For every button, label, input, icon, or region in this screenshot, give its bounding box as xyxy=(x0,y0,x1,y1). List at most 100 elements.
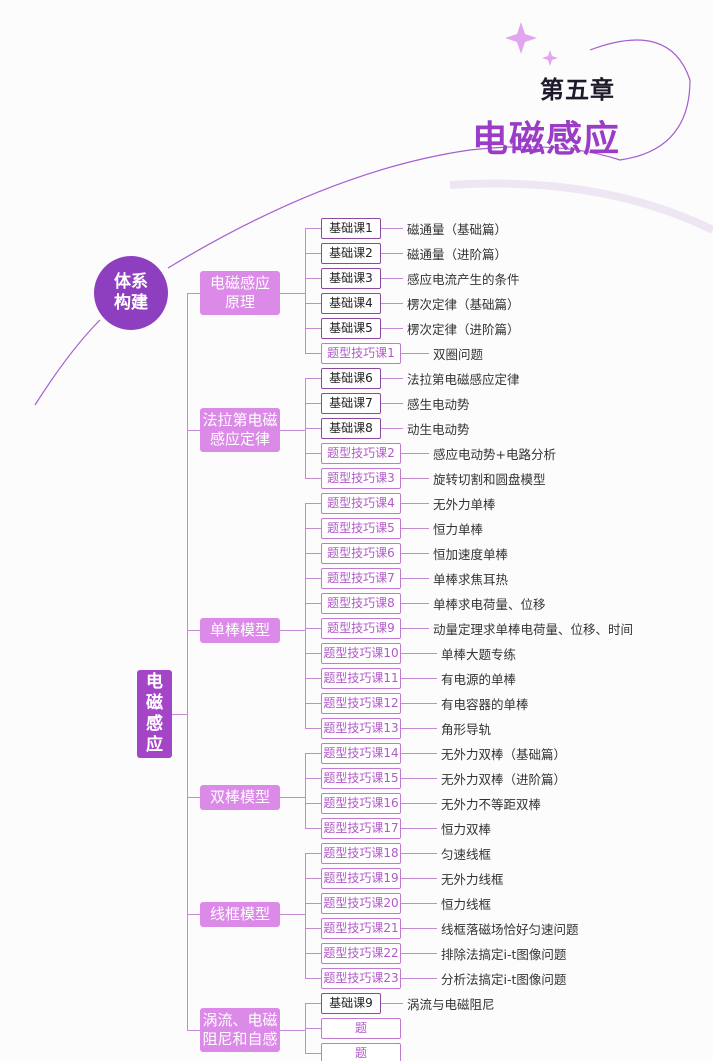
connector-line xyxy=(305,528,321,529)
connector-line xyxy=(401,503,429,504)
connector-line xyxy=(305,1003,321,1004)
connector-line xyxy=(401,728,437,729)
lesson-tag[interactable]: 题型技巧课22 xyxy=(321,943,401,964)
group-node: 涡流、电磁阻尼和自感 xyxy=(200,1008,280,1052)
connector-line xyxy=(401,828,437,829)
lesson-tag[interactable]: 基础课7 xyxy=(321,393,381,414)
connector-line xyxy=(280,430,305,431)
lesson-tag[interactable]: 题型技巧课23 xyxy=(321,968,401,989)
lesson-tag[interactable]: 题型技巧课5 xyxy=(321,518,401,539)
lesson-tag[interactable]: 题型技巧课2 xyxy=(321,443,401,464)
connector-line xyxy=(305,903,321,904)
connector-line xyxy=(305,453,321,454)
lesson-tag[interactable]: 基础课6 xyxy=(321,368,381,389)
lesson-title: 有电源的单棒 xyxy=(441,672,517,687)
lesson-tag[interactable]: 基础课3 xyxy=(321,268,381,289)
connector-line xyxy=(401,353,429,354)
connector-line xyxy=(401,903,437,904)
lesson-tag[interactable]: 题型技巧课18 xyxy=(321,843,401,864)
root-label: 电磁感应 xyxy=(146,672,163,755)
lesson-tag[interactable]: 题型技巧课16 xyxy=(321,793,401,814)
group-label: 法拉第电磁感应定律 xyxy=(202,411,278,448)
lesson-tag[interactable]: 题型技巧课14 xyxy=(321,743,401,764)
group-node: 双棒模型 xyxy=(200,784,280,810)
connector-line xyxy=(381,1003,403,1004)
lesson-tag[interactable]: 题型技巧课21 xyxy=(321,918,401,939)
connector-line xyxy=(280,293,305,294)
lesson-tag[interactable]: 题 xyxy=(321,1043,401,1061)
lesson-tag[interactable]: 基础课2 xyxy=(321,243,381,264)
sparkle-icon xyxy=(542,50,558,66)
lesson-tag[interactable]: 题型技巧课17 xyxy=(321,818,401,839)
group-node: 线框模型 xyxy=(200,901,280,927)
lesson-title: 感应电动势+电路分析 xyxy=(433,447,556,462)
connector-line xyxy=(305,353,321,354)
connector-line xyxy=(381,328,403,329)
connector-line xyxy=(401,578,429,579)
system-build-badge: 体系构建 xyxy=(94,256,168,330)
connector-line xyxy=(381,228,403,229)
lesson-tag[interactable]: 题型技巧课9 xyxy=(321,618,401,639)
connector-line xyxy=(401,928,437,929)
connector-line xyxy=(401,628,429,629)
lesson-title: 匀速线框 xyxy=(441,847,492,862)
lesson-tag[interactable]: 基础课5 xyxy=(321,318,381,339)
connector-line xyxy=(305,653,321,654)
connector-line xyxy=(305,228,321,229)
chapter-title: 电磁感应 xyxy=(472,119,621,160)
lesson-title: 楞次定律（进阶篇） xyxy=(407,322,520,337)
lesson-title: 涡流与电磁阻尼 xyxy=(407,997,495,1012)
connector-line xyxy=(305,753,306,828)
lesson-tag[interactable]: 题型技巧课6 xyxy=(321,543,401,564)
connector-line xyxy=(187,1030,200,1031)
lesson-tag[interactable]: 题型技巧课10 xyxy=(321,643,401,664)
lesson-tag[interactable]: 题型技巧课8 xyxy=(321,593,401,614)
lesson-title: 恒力单棒 xyxy=(433,522,484,537)
lesson-title: 恒力双棒 xyxy=(441,822,492,837)
lesson-tag[interactable]: 题型技巧课1 xyxy=(321,343,401,364)
connector-line xyxy=(401,978,437,979)
lesson-title: 有电容器的单棒 xyxy=(441,697,529,712)
connector-line xyxy=(305,428,321,429)
lesson-tag[interactable]: 题型技巧课13 xyxy=(321,718,401,739)
connector-line xyxy=(381,253,403,254)
lesson-tag[interactable]: 基础课9 xyxy=(321,993,381,1014)
lesson-tag[interactable]: 题型技巧课15 xyxy=(321,768,401,789)
connector-line xyxy=(401,653,437,654)
connector-line xyxy=(172,714,187,715)
connector-line xyxy=(305,753,321,754)
lesson-title: 感应电流产生的条件 xyxy=(407,272,520,287)
connector-line xyxy=(305,778,321,779)
lesson-title: 楞次定律（基础篇） xyxy=(407,297,520,312)
connector-line xyxy=(401,753,437,754)
lesson-tag[interactable]: 题型技巧课3 xyxy=(321,468,401,489)
connector-line xyxy=(305,403,321,404)
lesson-title: 单棒求电荷量、位移 xyxy=(433,597,546,612)
connector-line xyxy=(401,453,429,454)
connector-line xyxy=(187,630,200,631)
group-label: 单棒模型 xyxy=(209,620,270,639)
lesson-title: 单棒大题专练 xyxy=(441,647,517,662)
lesson-tag[interactable]: 基础课8 xyxy=(321,418,381,439)
connector-line xyxy=(305,853,321,854)
lesson-tag[interactable]: 题型技巧课19 xyxy=(321,868,401,889)
connector-line xyxy=(401,478,429,479)
lesson-title: 角形导轨 xyxy=(441,722,492,737)
lesson-tag[interactable]: 基础课4 xyxy=(321,293,381,314)
lesson-tag[interactable]: 题型技巧课12 xyxy=(321,693,401,714)
connector-line xyxy=(305,278,321,279)
lesson-tag[interactable]: 题型技巧课4 xyxy=(321,493,401,514)
connector-line xyxy=(305,478,321,479)
lesson-tag[interactable]: 基础课1 xyxy=(321,218,381,239)
connector-line xyxy=(305,828,321,829)
lesson-title: 无外力不等距双棒 xyxy=(441,797,542,812)
lesson-tag[interactable]: 题型技巧课7 xyxy=(321,568,401,589)
connector-line xyxy=(280,914,305,915)
lesson-tag[interactable]: 题 xyxy=(321,1018,401,1039)
lesson-tag[interactable]: 题型技巧课20 xyxy=(321,893,401,914)
connector-line xyxy=(187,430,200,431)
connector-line xyxy=(305,878,321,879)
lesson-tag[interactable]: 题型技巧课11 xyxy=(321,668,401,689)
group-node: 单棒模型 xyxy=(200,617,280,643)
